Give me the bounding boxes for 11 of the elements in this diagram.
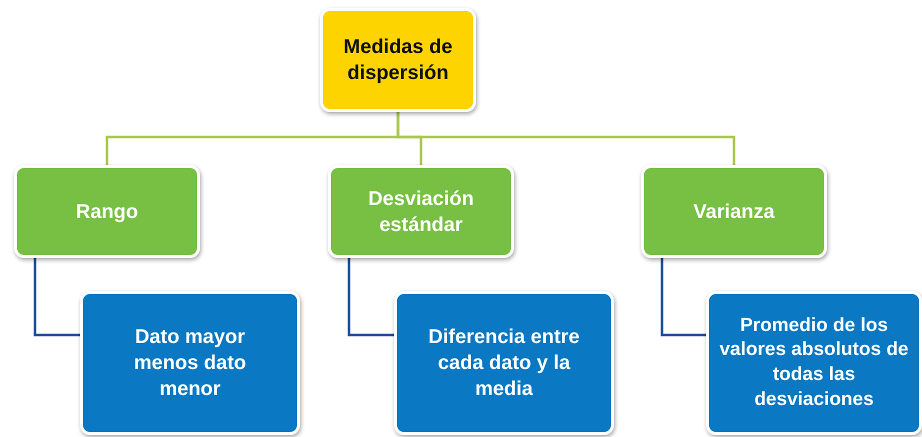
category-box: Rango [14, 165, 200, 258]
definition-box: Dato mayor menos dato menor [80, 291, 300, 435]
category-box: Desviación estándar [328, 165, 514, 258]
connector-line [348, 258, 394, 336]
definition-box: Diferencia entre cada dato y la media [394, 291, 614, 435]
topic-box: Medidas de dispersión [320, 8, 476, 112]
connector-line [34, 258, 80, 336]
category-box: Varianza [641, 165, 827, 258]
connector-line [660, 258, 706, 336]
connector-line [396, 112, 736, 165]
definition-box: Promedio de los valores absolutos de todas las desviaciones [706, 291, 922, 435]
